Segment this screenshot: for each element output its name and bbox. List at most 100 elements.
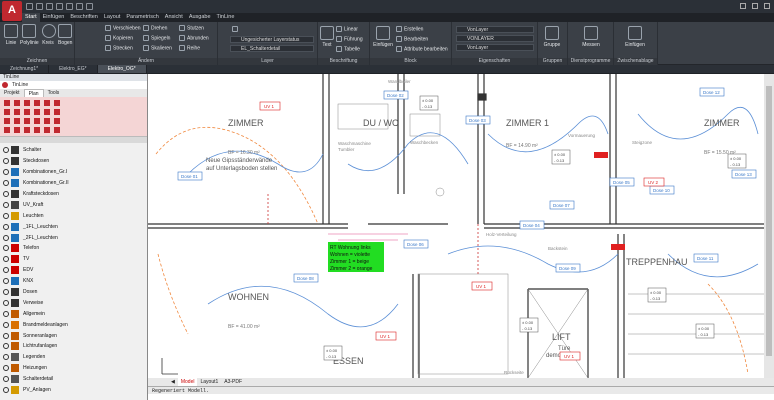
layer-row[interactable]: Steckdosen [0, 156, 147, 167]
visibility-toggle-icon[interactable] [3, 299, 9, 306]
uv-box[interactable]: UV 1 [375, 331, 397, 341]
layer-row[interactable]: Sonneranlagen [0, 330, 147, 341]
layer-row[interactable]: Dosen [0, 287, 147, 298]
layer-row[interactable]: Leuchten [0, 210, 147, 221]
palette-tab-projekt[interactable]: Projekt [4, 90, 20, 96]
layer-row[interactable]: PV_Anlagen [0, 385, 147, 396]
dose-box[interactable]: Dose 11 [693, 253, 719, 263]
palette-tool-icon[interactable] [24, 100, 30, 106]
polyline-button[interactable]: Polylinie [20, 24, 39, 46]
palette-tool-icon[interactable] [14, 127, 20, 133]
visibility-toggle-icon[interactable] [3, 365, 9, 372]
layer-state-dropdown[interactable]: Ungesicherter Layerstatus [230, 36, 314, 43]
arc-button[interactable]: Bogen [58, 24, 72, 46]
dose-box[interactable]: Dose 10 [649, 185, 675, 195]
dose-box[interactable]: Dose 12 [699, 87, 725, 97]
edit-attribute-button[interactable]: Attribute bearbeiten [396, 46, 448, 52]
dose-box[interactable]: Dose 13 [731, 169, 757, 179]
palette-tool-icon[interactable] [54, 118, 60, 124]
palette-tool-icon[interactable] [34, 100, 40, 106]
layer-properties-button[interactable] [232, 26, 240, 32]
mirror-button[interactable]: Spiegeln [143, 35, 170, 41]
panel-title-beschriftung[interactable]: Beschriftung [318, 58, 369, 65]
panel-title-zwischenablage[interactable]: Zwischenablage [614, 58, 657, 65]
uv-box[interactable]: UV 1 [259, 101, 281, 111]
table-button[interactable]: Tabelle [336, 46, 360, 52]
layout-tab-a3pdf[interactable]: A3-PDF [224, 379, 243, 385]
layer-row[interactable]: Allgemein [0, 308, 147, 319]
copy-button[interactable]: Kopieren [105, 35, 133, 41]
visibility-toggle-icon[interactable] [3, 354, 9, 361]
tab-parametrisch[interactable]: Parametrisch [126, 14, 159, 20]
panel-title-layer[interactable]: Layer [218, 58, 317, 65]
visibility-toggle-icon[interactable] [3, 343, 9, 350]
lineweight-dropdown[interactable]: VonLayer [456, 44, 534, 51]
layer-row[interactable]: Kombinationen_Gr.I [0, 167, 147, 178]
layer-row[interactable]: Lichtrufanlagen [0, 341, 147, 352]
save-icon[interactable] [46, 3, 53, 10]
linear-dim-button[interactable]: Linear [336, 26, 358, 32]
scroll-thumb[interactable] [766, 86, 772, 356]
visibility-toggle-icon[interactable] [3, 191, 9, 197]
insert-block-button[interactable]: Einfügen [372, 26, 394, 48]
minimize-icon[interactable] [740, 3, 746, 9]
palette-tool-icon[interactable] [54, 127, 60, 133]
panel-title-eigenschaften[interactable]: Eigenschaften [452, 58, 537, 65]
visibility-toggle-icon[interactable] [3, 201, 9, 208]
panel-title-block[interactable]: Block [370, 58, 451, 65]
palette-tool-icon[interactable] [34, 118, 40, 124]
layer-row[interactable]: Kombinationen_Gr.II [0, 178, 147, 189]
palette-close-icon[interactable] [2, 82, 8, 88]
trim-button[interactable]: Stutzen [179, 25, 204, 31]
dose-box[interactable]: Dose 09 [555, 263, 581, 273]
uv-box[interactable]: UV 2 [643, 177, 665, 187]
palette-tool-icon[interactable] [14, 109, 20, 115]
maximize-icon[interactable] [752, 3, 758, 9]
doc-tab-zeichnung1[interactable]: Zeichnung1* [0, 65, 50, 73]
dose-box[interactable]: Dose 04 [519, 220, 545, 230]
circle-button[interactable]: Kreis [42, 24, 56, 46]
palette-tool-icon[interactable] [44, 109, 50, 115]
layer-row[interactable]: Kraftsteckdosen [0, 189, 147, 200]
visibility-toggle-icon[interactable] [3, 321, 9, 328]
layer-row[interactable]: UV_Kraft [0, 199, 147, 210]
layer-row[interactable]: Legenden [0, 352, 147, 363]
tab-tinline[interactable]: TinLine [216, 14, 235, 20]
visibility-toggle-icon[interactable] [3, 376, 9, 383]
layer-row[interactable]: Schalterdetail [0, 374, 147, 385]
layer-row[interactable]: KNX [0, 276, 147, 287]
visibility-toggle-icon[interactable] [3, 212, 9, 219]
palette-tool-icon[interactable] [54, 109, 60, 115]
palette-tool-icon[interactable] [4, 118, 10, 124]
tab-beschriften[interactable]: Beschriften [70, 14, 98, 20]
panel-title-aendern[interactable]: Ändern [75, 58, 217, 65]
dose-box[interactable]: Dose 07 [549, 200, 575, 210]
close-icon[interactable] [764, 3, 770, 9]
layer-row[interactable]: Schalter [0, 145, 147, 156]
palette-tool-icon[interactable] [24, 109, 30, 115]
palette-tool-icon[interactable] [54, 100, 60, 106]
palette-tool-icon[interactable] [34, 109, 40, 115]
layer-row[interactable]: TV [0, 254, 147, 265]
visibility-toggle-icon[interactable] [3, 278, 9, 285]
visibility-toggle-icon[interactable] [3, 289, 9, 296]
palette-tab-plan[interactable]: Plan [23, 89, 44, 97]
move-button[interactable]: Verschieben [105, 25, 141, 31]
fillet-button[interactable]: Abrunden [179, 35, 209, 41]
layout-tab-layout1[interactable]: Layout1 [200, 379, 219, 385]
layer-row[interactable]: Telefon [0, 243, 147, 254]
layer-row[interactable]: _1FL_Leuchten [0, 221, 147, 232]
palette-tool-icon[interactable] [14, 118, 20, 124]
palette-tool-icon[interactable] [34, 127, 40, 133]
palette-tool-icon[interactable] [44, 100, 50, 106]
print-icon[interactable] [66, 3, 73, 10]
nav-first-icon[interactable]: ◀ [171, 379, 175, 385]
palette-tool-icon[interactable] [44, 127, 50, 133]
tab-ausgabe[interactable]: Ausgabe [188, 14, 211, 20]
group-button[interactable]: Gruppe [540, 26, 564, 48]
panel-title-dienstprogramme[interactable]: Dienstprogramme [568, 58, 613, 65]
palette-tool-icon[interactable] [14, 100, 20, 106]
command-input[interactable] [148, 394, 774, 400]
dose-box[interactable]: Dose 05 [609, 177, 635, 187]
tab-start[interactable]: Start [22, 13, 40, 22]
